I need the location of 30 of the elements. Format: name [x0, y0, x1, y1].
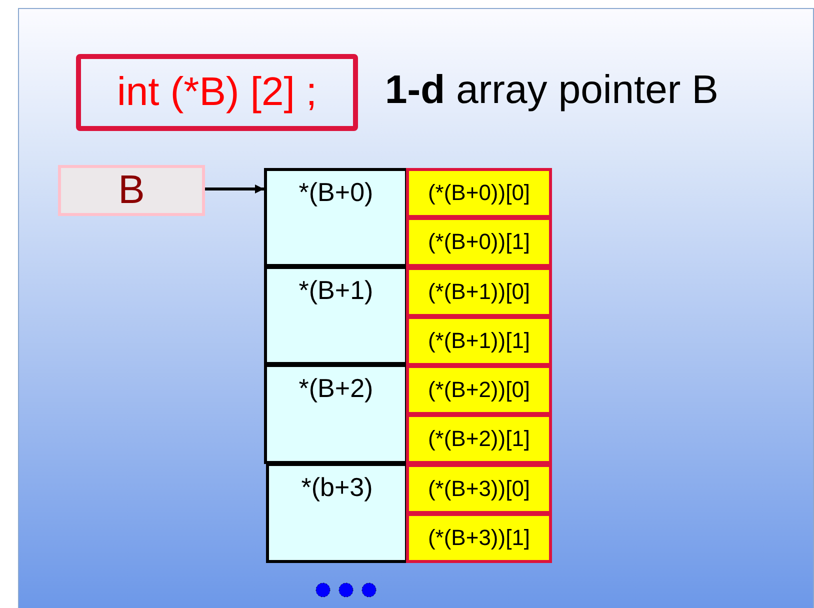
element-cell	[406, 512, 552, 563]
element-cell	[406, 365, 552, 415]
element-expression: (*(B+1))[1]	[428, 328, 530, 354]
element-cell	[406, 316, 552, 366]
element-expression: (*(B+1))[0]	[428, 278, 530, 304]
code-text: int (*B) [2] ;	[116, 70, 318, 115]
element-cell	[406, 414, 552, 464]
element-cell	[406, 217, 552, 268]
variable-name: B	[118, 168, 145, 213]
arrow	[205, 184, 264, 194]
row-expression: *(B+1)	[298, 275, 374, 306]
element-expression: (*(B+2))[1]	[428, 426, 530, 452]
code-box	[76, 54, 358, 131]
row-expression: *(B+0)	[298, 177, 374, 208]
heading-text: 1-d array pointer B	[385, 68, 718, 113]
pointer-variable-box	[58, 165, 205, 216]
element-expression: (*(B+0))[0]	[428, 180, 530, 206]
array-row-box	[264, 266, 408, 365]
array-row-box	[264, 168, 408, 267]
element-expression: (*(B+3))[0]	[428, 476, 530, 502]
element-expression: (*(B+0))[1]	[428, 229, 530, 256]
element-cell	[406, 266, 552, 316]
array-row-box	[264, 364, 408, 464]
row-expression: *(b+3)	[301, 472, 373, 503]
element-expression: (*(B+3))[1]	[428, 524, 530, 551]
element-cell	[406, 168, 552, 218]
element-expression: (*(B+2))[0]	[428, 377, 530, 403]
element-cell	[406, 464, 552, 514]
array-row-box	[266, 463, 408, 563]
row-expression: *(B+2)	[298, 373, 374, 404]
